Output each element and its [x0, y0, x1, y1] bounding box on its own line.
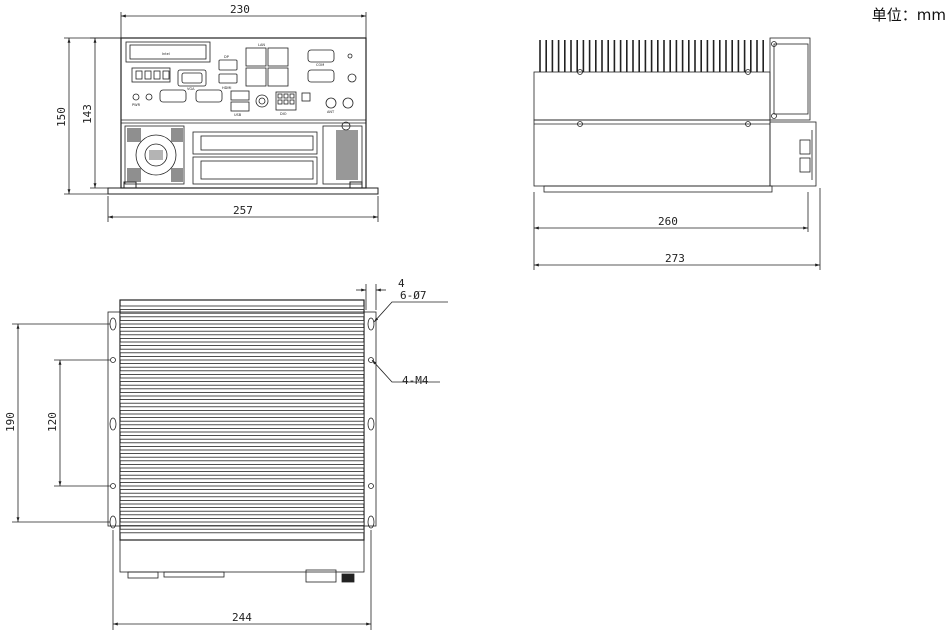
- dim-230: 230: [230, 3, 250, 16]
- bottom-fin: [119, 456, 365, 462]
- bottom-fin: [119, 377, 365, 382]
- dp-label: DP: [224, 55, 229, 59]
- bottom-fin: [119, 463, 365, 469]
- dim-120: 120: [46, 412, 59, 432]
- dim-150: 150: [55, 107, 68, 127]
- intel-panel-label: Intel: [162, 52, 170, 56]
- bottom-fin: [119, 521, 365, 526]
- bottom-fin: [119, 327, 365, 332]
- dio-label: DIO: [280, 112, 287, 116]
- bottom-fin: [119, 449, 365, 454]
- side-heatsink-fins: [539, 40, 765, 72]
- bottom-fin: [119, 370, 365, 375]
- bottom-fin: [119, 384, 365, 390]
- bottom-fin: [119, 420, 365, 426]
- dim-4: 4: [398, 277, 405, 290]
- bottom-fin: [119, 399, 365, 404]
- holes-label: 6-Ø7: [400, 289, 427, 302]
- bottom-fin: [119, 348, 365, 354]
- bottom-fin: [119, 312, 365, 318]
- vga-label: VGA: [187, 87, 195, 91]
- thread-label: 4-M4: [402, 374, 429, 387]
- ant-label: ANT: [327, 110, 335, 114]
- lan-label: LAN: [258, 43, 265, 47]
- com-label: COM: [316, 63, 324, 67]
- dim-273: 273: [665, 252, 685, 265]
- bottom-fin: [119, 528, 365, 534]
- bottom-heatsink-fins: [119, 305, 365, 534]
- bottom-fin: [119, 442, 365, 447]
- bottom-fin: [119, 341, 365, 346]
- bottom-fin: [119, 514, 365, 519]
- bottom-fin: [119, 507, 365, 512]
- front-vent-pattern: [127, 128, 358, 182]
- bottom-fin: [119, 319, 365, 325]
- dim-190: 190: [4, 412, 17, 432]
- bottom-fin: [119, 305, 365, 310]
- dim-244: 244: [232, 611, 252, 624]
- dim-257: 257: [233, 204, 253, 217]
- bottom-fin: [119, 485, 365, 490]
- bottom-fin: [119, 334, 365, 339]
- bottom-view: [12, 284, 448, 630]
- side-view: [533, 37, 821, 270]
- unit-label: 单位：mm: [871, 6, 946, 24]
- bottom-fin: [119, 413, 365, 418]
- bottom-fin: [119, 435, 365, 440]
- bottom-fin: [119, 499, 365, 505]
- hdmi-label: HDMI: [222, 86, 231, 90]
- bottom-fin: [119, 406, 365, 411]
- dim-143: 143: [81, 104, 94, 124]
- bottom-fin: [119, 427, 365, 433]
- bottom-fin: [119, 471, 365, 476]
- bottom-fin: [119, 391, 365, 397]
- pwr-label: PWR: [132, 103, 141, 107]
- bottom-fin: [119, 363, 365, 368]
- dim-260: 260: [658, 215, 678, 228]
- usb-label: USB: [234, 113, 242, 117]
- bottom-fin: [119, 355, 365, 361]
- front-view: [64, 12, 379, 222]
- bottom-fin: [119, 478, 365, 483]
- bottom-fin: [119, 492, 365, 498]
